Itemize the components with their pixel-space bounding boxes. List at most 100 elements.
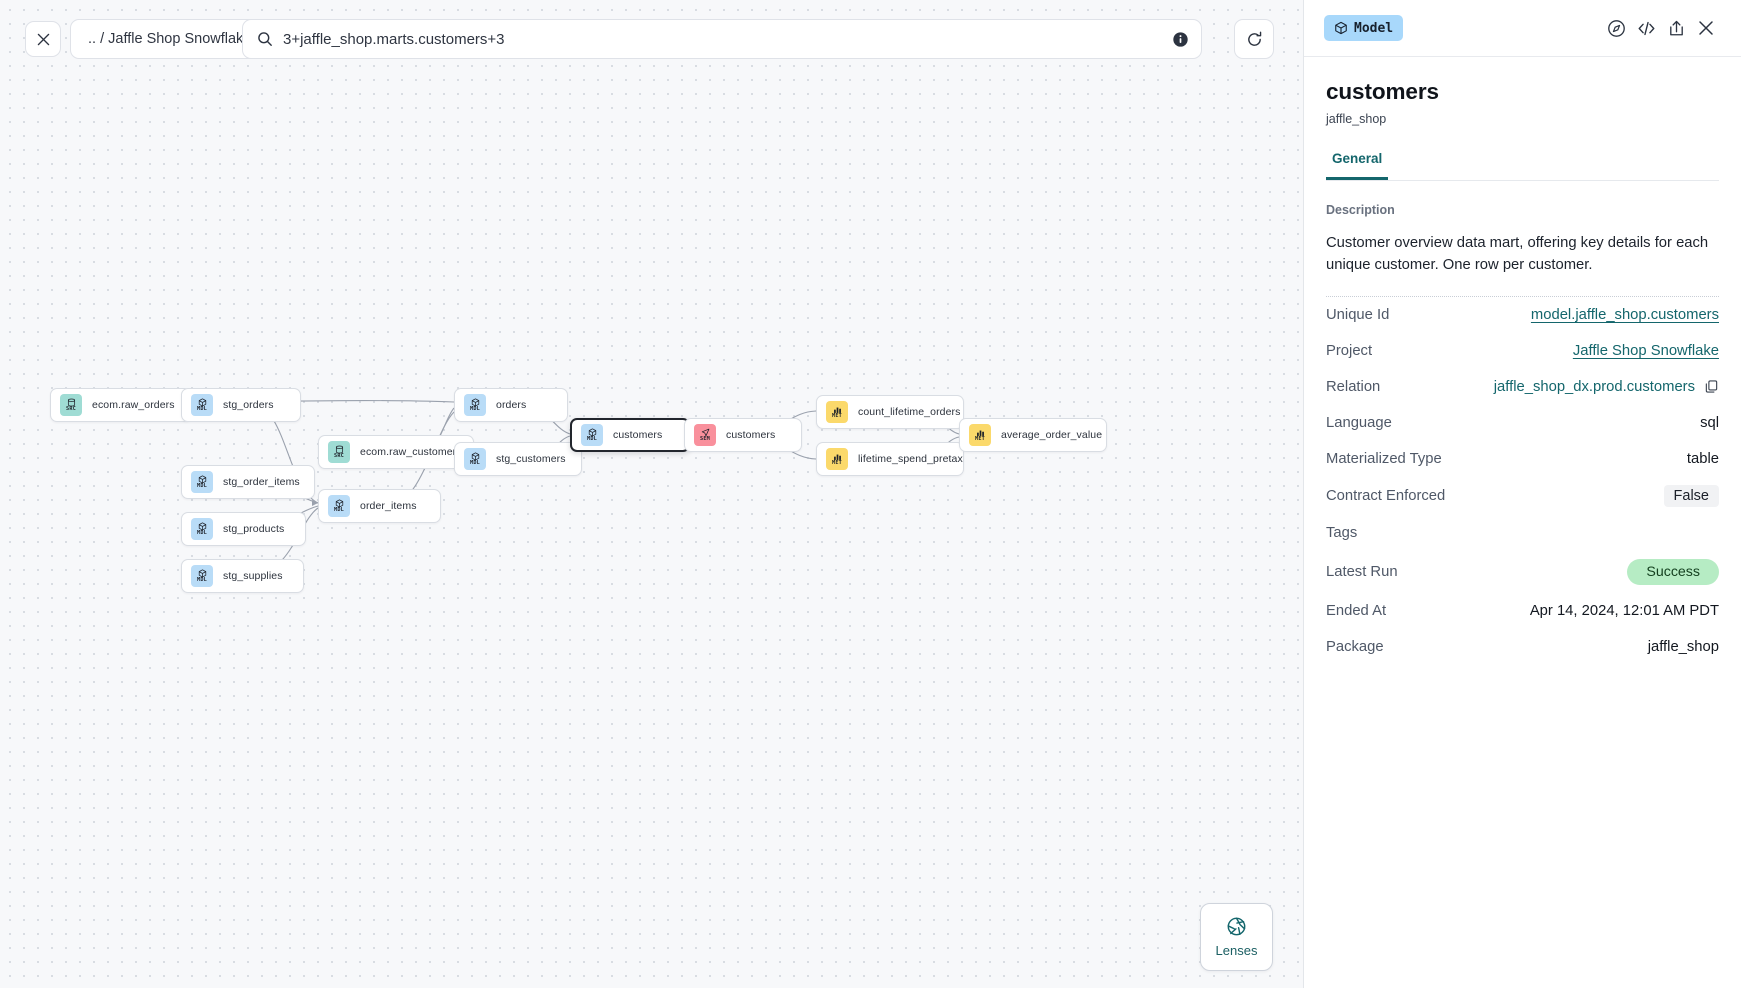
field-key: Package xyxy=(1326,638,1384,655)
tab-general[interactable]: General xyxy=(1326,151,1389,180)
graph-node-stg_order_items[interactable]: MDL stg_order_items xyxy=(181,465,315,499)
node-type-badge-mdl-icon: MDL xyxy=(328,495,350,517)
metadata-row: Language sql xyxy=(1326,405,1719,441)
field-value-wrap: jaffle_shop_dx.prod.customers xyxy=(1494,379,1719,395)
lenses-button[interactable]: Lenses xyxy=(1200,903,1273,971)
divider xyxy=(1326,295,1719,297)
metadata-row: Contract Enforced False xyxy=(1326,477,1719,515)
metadata-row: Materialized Type table xyxy=(1326,441,1719,477)
field-value: sql xyxy=(1700,414,1719,431)
metadata-row: Tags xyxy=(1326,515,1719,551)
metadata-row: Latest Run Success xyxy=(1326,551,1719,593)
details-panel: Model xyxy=(1303,0,1741,988)
node-label: count_lifetime_orders xyxy=(858,406,961,418)
node-type-label: Model xyxy=(1354,20,1394,36)
refresh-icon xyxy=(1246,31,1263,48)
field-value-wrap: Jaffle Shop Snowflake xyxy=(1573,343,1719,359)
lenses-label: Lenses xyxy=(1215,943,1258,958)
node-type-badge-met-icon: MET xyxy=(826,448,848,470)
node-type-badge-mdl-icon: MDL xyxy=(191,471,213,493)
page-title: customers xyxy=(1326,79,1439,104)
close-icon xyxy=(37,33,50,46)
graph-node-stg_customers[interactable]: MDL stg_customers xyxy=(454,442,582,476)
field-key: Tags xyxy=(1326,524,1358,541)
code-icon[interactable] xyxy=(1631,13,1661,43)
field-value-wrap: False xyxy=(1663,484,1719,507)
node-label: customers xyxy=(726,429,776,441)
panel-fields: Description Customer overview data mart,… xyxy=(1304,181,1741,665)
node-type-badge-mdl-icon: MDL xyxy=(581,424,603,446)
field-value: jaffle_shop xyxy=(1647,638,1719,655)
graph-node-orders[interactable]: MDL orders xyxy=(454,388,568,422)
node-type-badge-mdl-icon: MDL xyxy=(464,448,486,470)
field-value-wrap: sql xyxy=(1700,415,1719,431)
panel-toolbar: Model xyxy=(1304,0,1741,57)
close-panel-icon[interactable] xyxy=(1691,13,1721,43)
status-badge: False xyxy=(1663,484,1719,507)
panel-heading: customers jaffle_shop xyxy=(1304,57,1741,126)
node-label: stg_customers xyxy=(496,453,566,465)
graph-node-customers_semantic[interactable]: SEM customers xyxy=(684,418,802,452)
node-type-badge-src-icon: SRC xyxy=(328,441,350,463)
node-type-badge-sem-icon: SEM xyxy=(694,424,716,446)
status-badge: Success xyxy=(1627,558,1719,585)
metadata-row: Relation jaffle_shop_dx.prod.customers xyxy=(1326,369,1719,405)
field-key: Materialized Type xyxy=(1326,450,1442,467)
node-type-badge-mdl-icon: MDL xyxy=(464,394,486,416)
graph-node-customers_model[interactable]: MDL customers xyxy=(570,418,690,452)
description-text: Customer overview data mart, offering ke… xyxy=(1326,235,1709,274)
field-value-wrap: Success xyxy=(1627,558,1719,585)
node-type-badge-src-icon: SRC xyxy=(60,394,82,416)
share-icon[interactable] xyxy=(1661,13,1691,43)
search-input[interactable]: 3+jaffle_shop.marts.customers+3 xyxy=(283,30,505,48)
field-value-link[interactable]: Jaffle Shop Snowflake xyxy=(1572,342,1719,359)
field-key: Project xyxy=(1326,342,1373,359)
field-value-wrap: table xyxy=(1687,451,1719,467)
close-graph-button[interactable] xyxy=(25,21,61,57)
field-value-link[interactable]: jaffle_shop_dx.prod.customers xyxy=(1493,378,1695,395)
node-type-badge-met-icon: MET xyxy=(969,424,991,446)
node-type-chip[interactable]: Model xyxy=(1324,15,1404,41)
node-label: lifetime_spend_pretax xyxy=(858,453,963,465)
panel-subtitle: jaffle_shop xyxy=(1326,112,1387,126)
field-key: Language xyxy=(1326,414,1392,431)
cube-icon xyxy=(1334,21,1348,35)
graph-node-ecom_raw_orders[interactable]: SRC ecom.raw_orders xyxy=(50,388,191,422)
node-label: orders xyxy=(496,399,527,411)
field-value: Apr 14, 2024, 12:01 AM PDT xyxy=(1529,602,1719,619)
node-type-badge-mdl-icon: MDL xyxy=(191,565,213,587)
node-label: stg_products xyxy=(223,523,285,535)
breadcrumb[interactable]: .. / Jaffle Shop Snowflake xyxy=(70,19,270,59)
metadata-row: Package jaffle_shop xyxy=(1326,629,1719,665)
refresh-button[interactable] xyxy=(1234,19,1274,59)
aperture-icon xyxy=(1226,916,1247,937)
graph-node-lifetime_spend_pretax[interactable]: MET lifetime_spend_pretax xyxy=(816,442,964,476)
field-key: Relation xyxy=(1326,378,1381,395)
copy-icon[interactable] xyxy=(1704,379,1719,394)
node-type-badge-mdl-icon: MDL xyxy=(191,518,213,540)
info-icon[interactable] xyxy=(1172,31,1189,48)
node-label: ecom.raw_orders xyxy=(92,399,175,411)
lineage-search-bar[interactable]: 3+jaffle_shop.marts.customers+3 xyxy=(242,19,1202,59)
node-label: customers xyxy=(613,429,663,441)
field-value-wrap: jaffle_shop xyxy=(1648,639,1719,655)
graph-node-stg_products[interactable]: MDL stg_products xyxy=(181,512,306,546)
lineage-canvas[interactable]: .. / Jaffle Shop Snowflake 3+jaffle_shop… xyxy=(0,0,1303,988)
breadcrumb-label: .. / Jaffle Shop Snowflake xyxy=(88,31,252,47)
node-label: stg_order_items xyxy=(223,476,300,488)
node-label: stg_orders xyxy=(223,399,274,411)
field-key: Latest Run xyxy=(1326,563,1398,580)
field-key: Contract Enforced xyxy=(1326,487,1446,504)
field-value-wrap: Apr 14, 2024, 12:01 AM PDT xyxy=(1530,603,1719,619)
field-value-link[interactable]: model.jaffle_shop.customers xyxy=(1530,306,1719,323)
compass-icon[interactable] xyxy=(1601,13,1631,43)
